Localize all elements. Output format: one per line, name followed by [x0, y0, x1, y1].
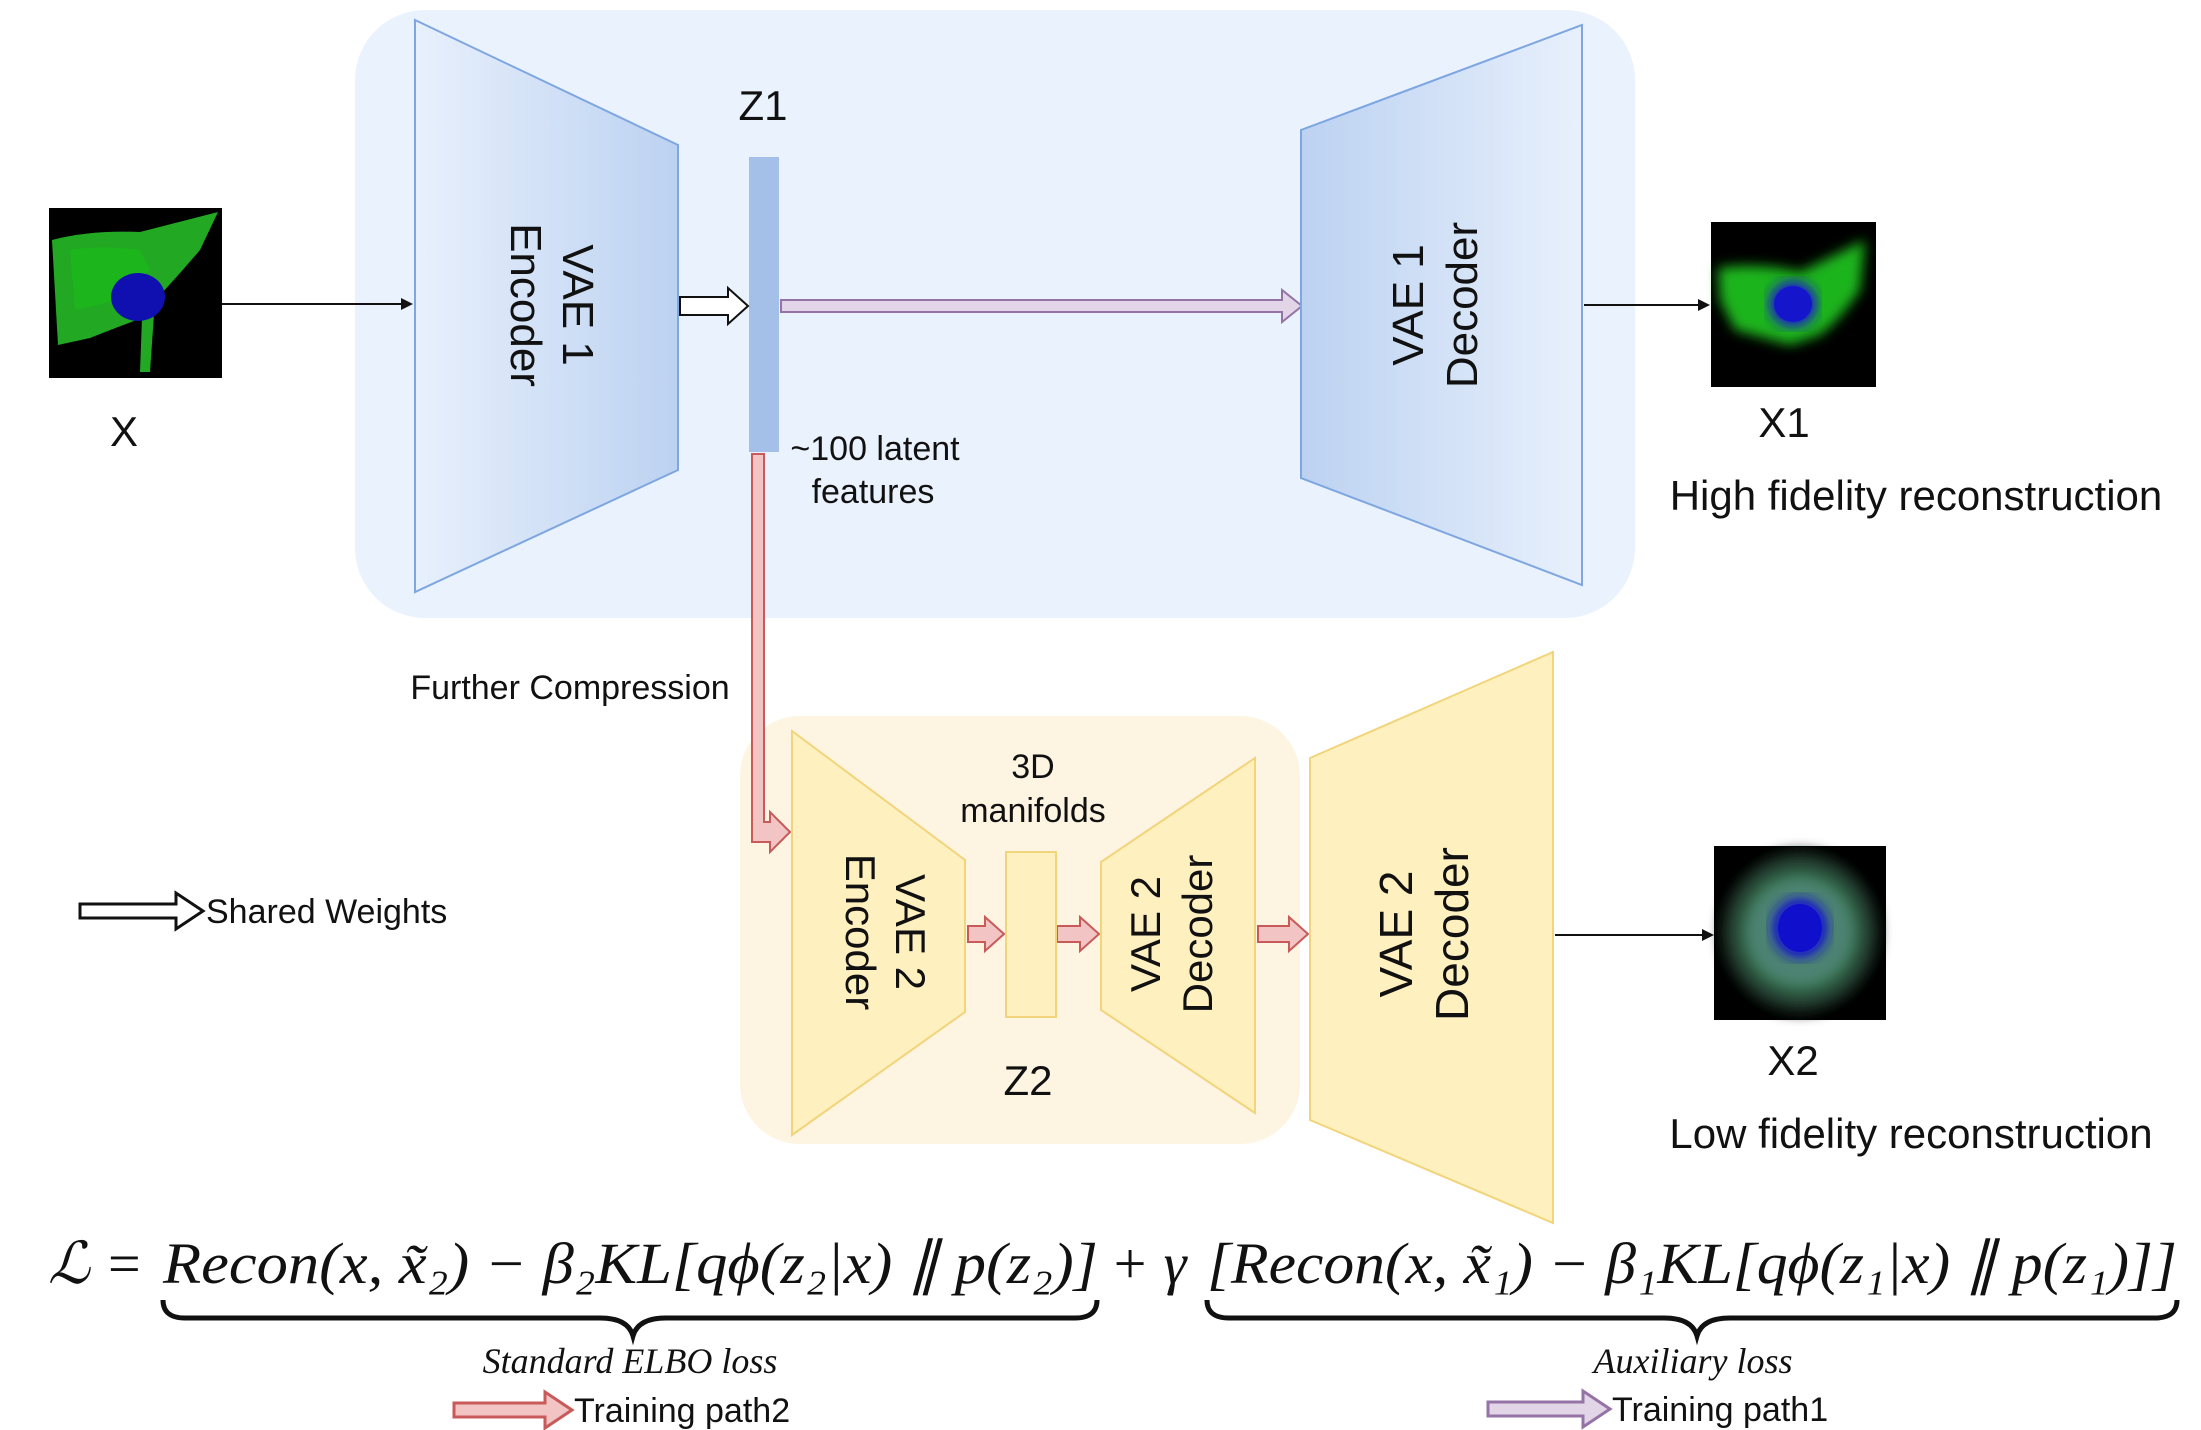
x2-label: X2 [1767, 1037, 1818, 1084]
high-fidelity-label: High fidelity reconstruction [1670, 472, 2163, 519]
svg-text:Encoder: Encoder [501, 223, 550, 387]
formula-plus-gamma: + γ [1110, 1231, 1189, 1296]
shared-weights-arrow-encoder [679, 285, 750, 327]
manifolds-label-1: 3D [1011, 748, 1054, 786]
formula-term1: Recon(x, x̃₂) − β₂KL[qϕ(z₂|x) ∥ p(z₂)] [162, 1231, 1098, 1296]
low-fidelity-label: Low fidelity reconstruction [1669, 1110, 2152, 1157]
x1-reconstruction-image [1711, 222, 1876, 387]
svg-text:VAE 2: VAE 2 [1122, 876, 1169, 992]
formula-term2: [Recon(x, x̃₁) − β₁KL[qϕ(z₁|x) ∥ p(z₁)]] [1207, 1231, 2177, 1296]
vae2-big-decoder-block [1309, 650, 1554, 1225]
vae1-encoder-label: VAE 1 Encoder [501, 223, 602, 387]
training-path1-legend-arrow [1486, 1388, 1613, 1430]
vae2-encoder-block [791, 729, 966, 1137]
further-compression-arrow [751, 453, 792, 855]
z1-latent-bar [749, 157, 779, 452]
further-compression-label: Further Compression [410, 669, 729, 707]
decoder-to-big-decoder-arrow [1257, 914, 1310, 954]
svg-text:VAE 1: VAE 1 [553, 244, 602, 365]
training-path2-label: Training path2 [574, 1392, 790, 1430]
shared-weights-label: Shared Weights [206, 893, 447, 931]
vae2-decoder-block [1100, 756, 1256, 1115]
svg-text:Decoder: Decoder [1438, 222, 1487, 388]
latent-features-label-2: features [812, 473, 935, 511]
shared-weights-legend-arrow [78, 890, 206, 932]
vae2-big-decoder-label: VAE 2 Decoder [1370, 847, 1478, 1021]
vae1-decoder-block [1300, 23, 1583, 587]
x2-arrow-head [1702, 929, 1714, 941]
manifolds-label-2: manifolds [960, 792, 1106, 830]
vae2-decoder-label: VAE 2 Decoder [1122, 855, 1221, 1014]
z2-to-decoder-arrow [1056, 914, 1101, 954]
elbo-underbrace [160, 1299, 1100, 1346]
input-cell-image [49, 208, 222, 378]
svg-text:VAE 2: VAE 2 [1370, 871, 1422, 998]
x1-arrow-head [1698, 299, 1710, 311]
svg-text:VAE 1: VAE 1 [1384, 244, 1433, 365]
encoder-to-z2-arrow [967, 914, 1006, 954]
training-path1-arrow [780, 287, 1304, 325]
training-path2-legend-arrow [452, 1389, 575, 1430]
z2-latent-bar [1005, 851, 1057, 1018]
svg-text:Decoder: Decoder [1426, 847, 1478, 1021]
auxiliary-underbrace [1204, 1299, 2180, 1346]
svg-text:VAE 2: VAE 2 [887, 874, 934, 990]
x2-reconstruction-image [1714, 846, 1886, 1020]
vae2-encoder-label: VAE 2 Encoder [837, 854, 934, 1010]
x-label: X [110, 408, 138, 455]
svg-text:Decoder: Decoder [1174, 855, 1221, 1014]
latent-features-label-1: ~100 latent [790, 430, 960, 468]
formula-lhs: ℒ = [48, 1231, 143, 1296]
svg-text:Encoder: Encoder [837, 854, 884, 1010]
z2-label: Z2 [1003, 1057, 1052, 1104]
z1-label: Z1 [738, 82, 787, 129]
x1-label: X1 [1758, 399, 1809, 446]
vae1-decoder-label: VAE 1 Decoder [1384, 222, 1487, 388]
elbo-loss-label: Standard ELBO loss [483, 1341, 778, 1381]
input-arrow-head [401, 298, 413, 310]
loss-formula: ℒ = Recon(x, x̃₂) − β₂KL[qϕ(z₂|x) ∥ p(z₂… [48, 1231, 2177, 1296]
auxiliary-loss-label: Auxiliary loss [1592, 1341, 1793, 1381]
vae1-encoder-block [414, 18, 679, 594]
training-path1-label: Training path1 [1612, 1391, 1828, 1429]
